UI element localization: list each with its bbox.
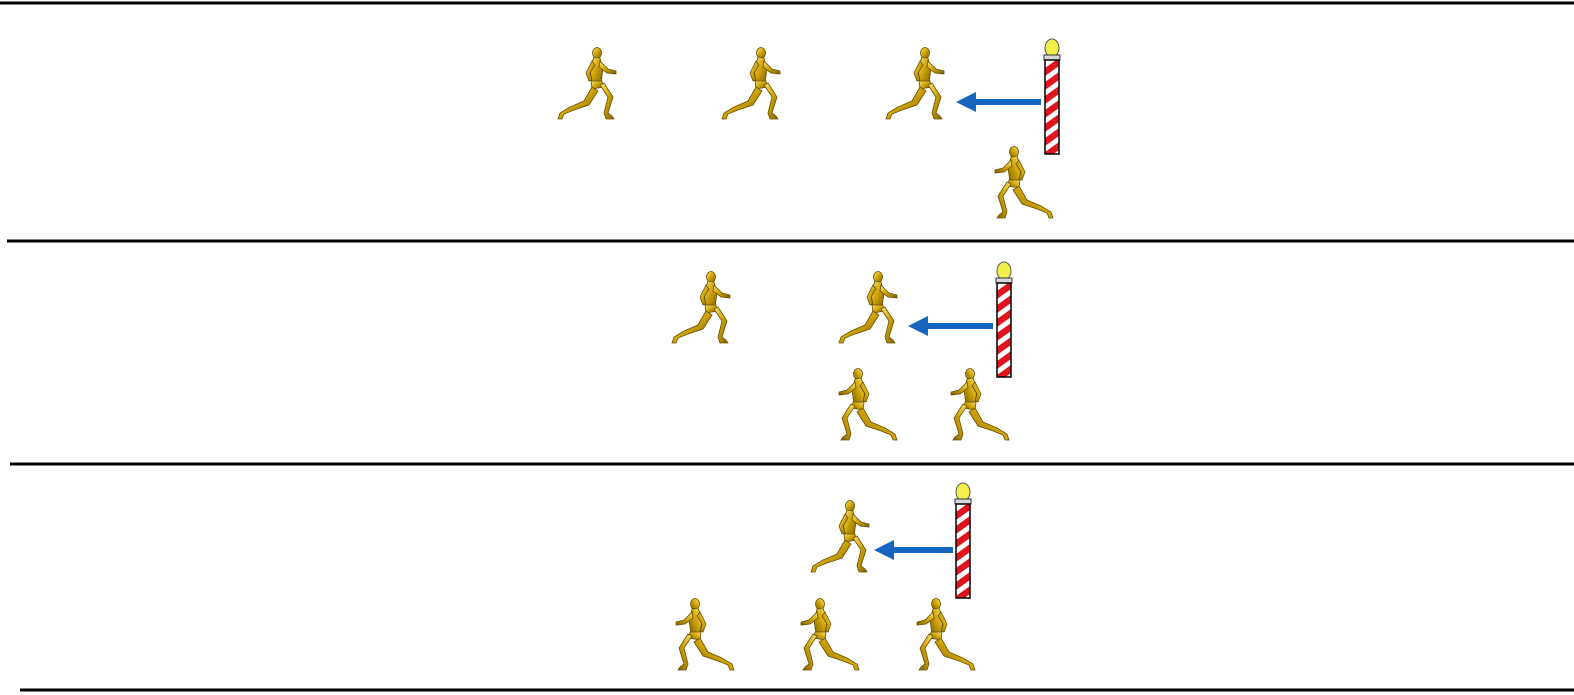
running-figure-icon [838,271,898,344]
left-arrow-icon [908,316,993,336]
running-figure-icon [838,368,898,441]
panel-1 [557,39,1060,219]
running-figure-icon [994,146,1054,219]
running-figure-icon [671,271,731,344]
barber-pole-icon [1044,39,1060,160]
running-figure-icon [885,47,945,120]
barber-pole-icon [996,262,1012,383]
panel-3 [675,483,976,671]
left-arrow-icon [874,540,953,560]
left-arrow-icon [956,92,1041,112]
barber-pole-icon [955,483,971,604]
running-figure-icon [721,47,781,120]
running-figure-icon [675,598,735,671]
running-figure-icon [810,500,870,573]
running-figure-icon [800,598,860,671]
panel-2 [671,262,1012,441]
running-figure-icon [950,368,1010,441]
running-figure-icon [916,598,976,671]
running-figure-icon [557,47,617,120]
